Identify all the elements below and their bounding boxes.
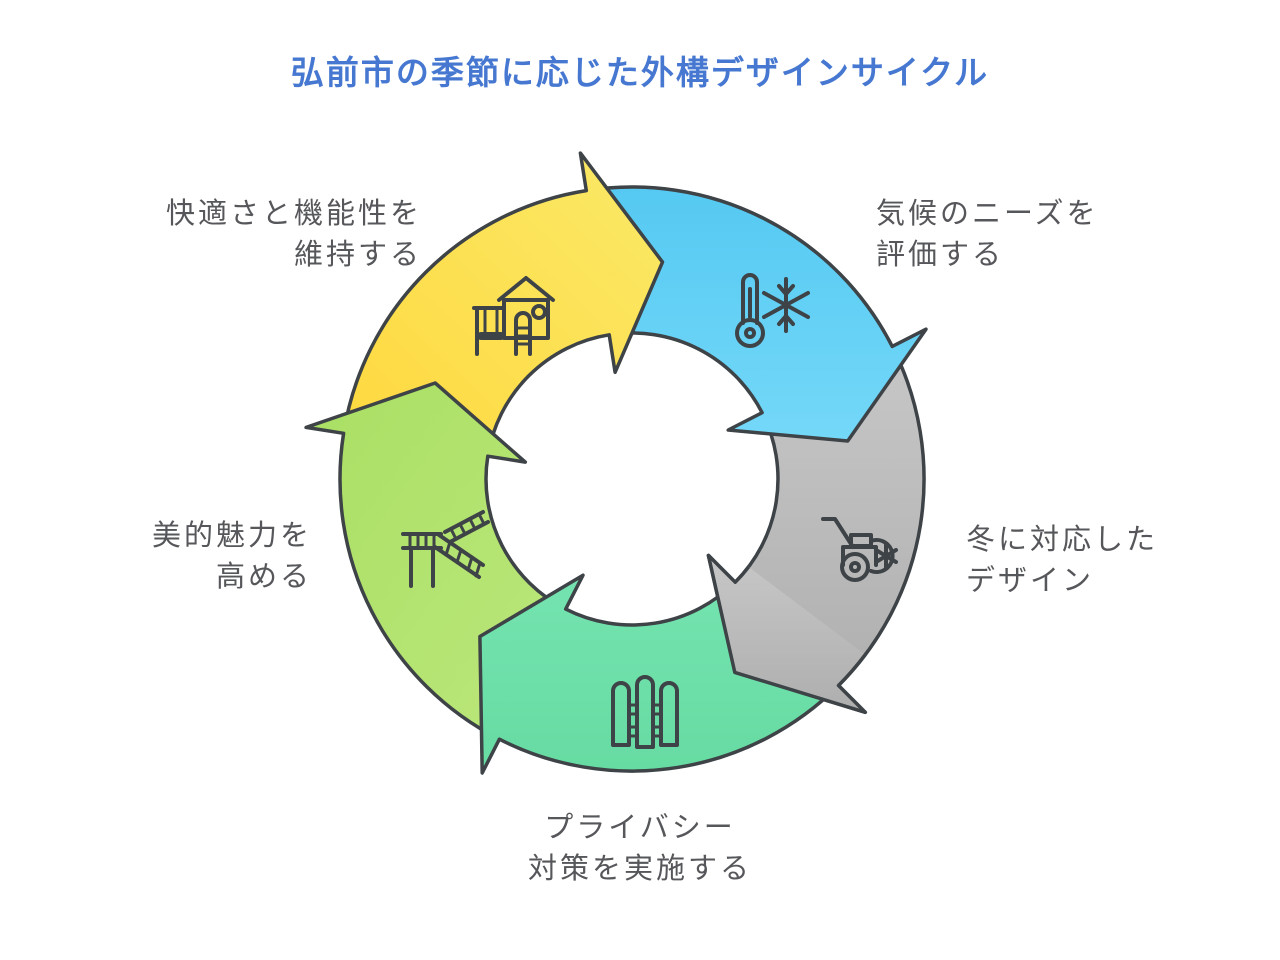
segment-label-winter-design: 冬に対応した デザイン [966,520,1158,602]
label-line: 高める [215,561,312,593]
label-line: プライバシー [544,812,736,844]
snow-blower-icon [821,517,898,582]
segment-winter-design-head-outline [706,553,868,715]
segment-label-evaluate-climate: 気候のニーズを 評価する [876,194,1099,276]
label-line: 維持する [293,239,422,271]
segment-label-privacy-measures: プライバシー 対策を実施する [400,808,880,890]
label-line: 気候のニーズを [876,198,1099,230]
label-line: 美的魅力を [151,520,312,552]
page-title: 弘前市の季節に応じた外構デザインサイクル [290,54,990,91]
label-line: デザイン [966,565,1095,597]
segment-winter-design-head [708,555,866,713]
playground-icon [472,276,555,356]
label-line: 冬に対応した [966,524,1159,556]
thermometer-snowflake-icon [735,273,810,348]
label-line: 対策を実施する [527,853,752,885]
label-line: 評価する [876,239,1005,271]
fence-icon [611,675,679,749]
label-line: 快適さと機能性を [165,198,422,230]
segment-label-aesthetic-appeal: 美的魅力を 高める [90,516,312,598]
segment-label-maintain-comfort: 快適さと機能性を 維持する [150,194,422,276]
stairs-railing-icon [401,510,490,588]
